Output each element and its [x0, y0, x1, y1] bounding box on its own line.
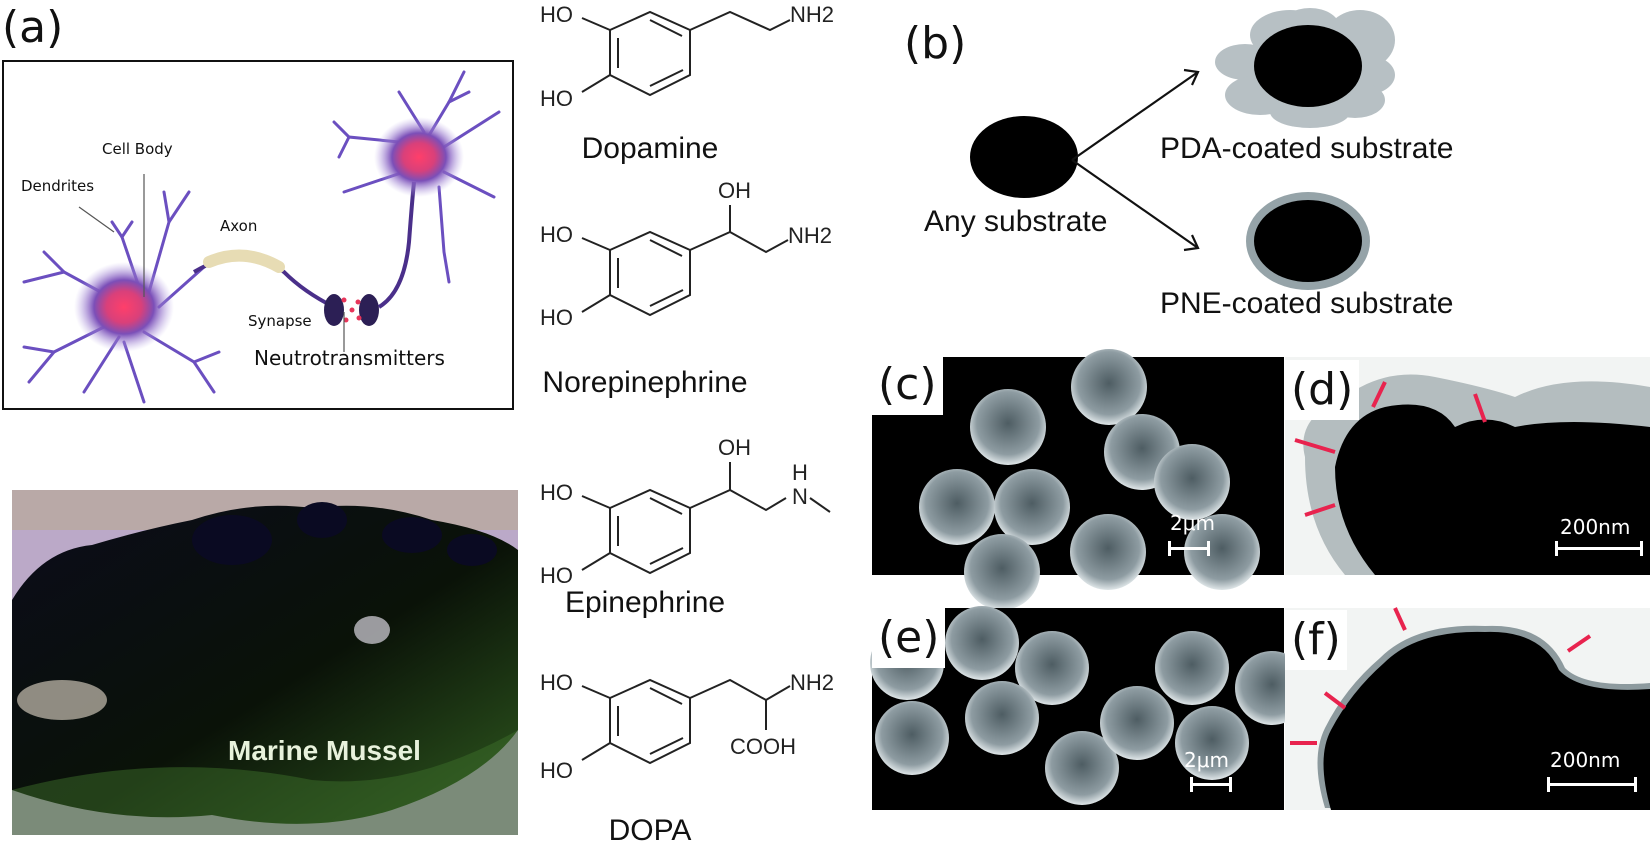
- dopa-structure: [581, 678, 791, 765]
- presynaptic-terminal: [324, 294, 344, 326]
- cell-body-label: Cell Body: [102, 140, 173, 158]
- dopa-ho-top: HO: [540, 670, 573, 695]
- panel-b-label: (b): [904, 18, 967, 69]
- dopa-ho-bottom: HO: [540, 758, 573, 783]
- dendrites-label: Dendrites: [21, 177, 95, 195]
- scale-bar-e: [1190, 777, 1232, 792]
- scale-label-f: 200nm: [1550, 748, 1621, 772]
- epinephrine-structure: [581, 462, 831, 575]
- scale-label-e: 2μm: [1184, 748, 1229, 772]
- panel-c-label: (c): [872, 355, 943, 415]
- pda-coated-particle: [1294, 374, 1650, 575]
- neurotransmitters-label: Neutrotransmitters: [254, 346, 445, 370]
- epinephrine-name: Epinephrine: [565, 586, 725, 619]
- synapse-label: Synapse: [248, 312, 312, 330]
- sem-image-e: 2μm: [870, 606, 1309, 810]
- neuron-illustration: [22, 70, 501, 404]
- dopamine-structure: [581, 10, 791, 97]
- panel-a-label: (a): [2, 2, 64, 53]
- norepinephrine-name: Norepinephrine: [542, 366, 747, 399]
- coating-arrows-f: [1290, 607, 1592, 745]
- myelin-sheath: [203, 249, 285, 273]
- axon-label: Axon: [220, 217, 258, 235]
- norepinephrine-oh: OH: [718, 178, 751, 203]
- norepinephrine-structure: [581, 205, 789, 317]
- scale-bar-d: [1555, 541, 1643, 556]
- coating-arrows-d: [1294, 381, 1487, 517]
- pne-coated-label: PNE-coated substrate: [1160, 287, 1454, 320]
- sem-image-c: 2μm: [872, 349, 1284, 610]
- panel-d-label: (d): [1285, 360, 1360, 420]
- pne-coated-particle: [1290, 607, 1650, 810]
- norepinephrine-amine: NH2: [788, 223, 832, 248]
- panel-f-label: (f): [1285, 610, 1347, 670]
- pne-microspheres: [870, 606, 1309, 805]
- dopa-name: DOPA: [609, 814, 692, 847]
- epinephrine-n: N: [792, 484, 808, 509]
- dopamine-ho-top: HO: [540, 2, 573, 27]
- mussel-shells: [192, 502, 497, 566]
- right-cell-body: [374, 117, 464, 197]
- scale-bar-c: [1168, 541, 1210, 556]
- epinephrine-ho-bottom: HO: [540, 563, 573, 588]
- chemical-structures: HO HO NH2 Dopamine HO HO OH NH2 Norepine…: [540, 2, 834, 847]
- scale-label-d: 200nm: [1560, 515, 1631, 539]
- epinephrine-h: H: [792, 460, 808, 485]
- dopamine-name: Dopamine: [582, 132, 719, 165]
- dendrites-leader: [78, 206, 115, 233]
- dopa-amine: NH2: [790, 670, 834, 695]
- postsynaptic-terminal: [359, 294, 379, 326]
- scale-bar-f: [1547, 777, 1637, 792]
- branching-arrows: [1071, 68, 1200, 252]
- norepinephrine-ho-top: HO: [540, 222, 573, 247]
- mussel-caption: Marine Mussel: [228, 735, 421, 766]
- marine-mussel-photo: Marine Mussel: [12, 490, 518, 835]
- panel-e-label: (e): [872, 608, 946, 668]
- dopa-acid: COOH: [730, 734, 796, 759]
- any-substrate-label: Any substrate: [924, 205, 1108, 238]
- scale-label-c: 2μm: [1170, 511, 1215, 535]
- pne-coated-substrate: [1254, 200, 1362, 282]
- epinephrine-oh: OH: [718, 435, 751, 460]
- tem-image-d: 200nm: [1285, 357, 1650, 575]
- pda-coated-substrate: [1254, 25, 1362, 107]
- mussel-image: [12, 490, 518, 835]
- left-cell-body: [74, 262, 174, 352]
- neuron-diagram: Cell Body Dendrites Axon Synapse Neutrot…: [2, 60, 514, 410]
- epinephrine-ho-top: HO: [540, 480, 573, 505]
- pda-microspheres: [919, 349, 1260, 610]
- pda-coated-label: PDA-coated substrate: [1160, 132, 1454, 165]
- right-axon: [377, 181, 416, 309]
- norepinephrine-ho-bottom: HO: [540, 305, 573, 330]
- neurotransmitter-dots: [341, 297, 362, 323]
- bare-substrate: [970, 116, 1078, 198]
- coating-schematic: [970, 8, 1395, 290]
- dopamine-ho-bottom: HO: [540, 86, 573, 111]
- dopamine-amine: NH2: [790, 2, 834, 27]
